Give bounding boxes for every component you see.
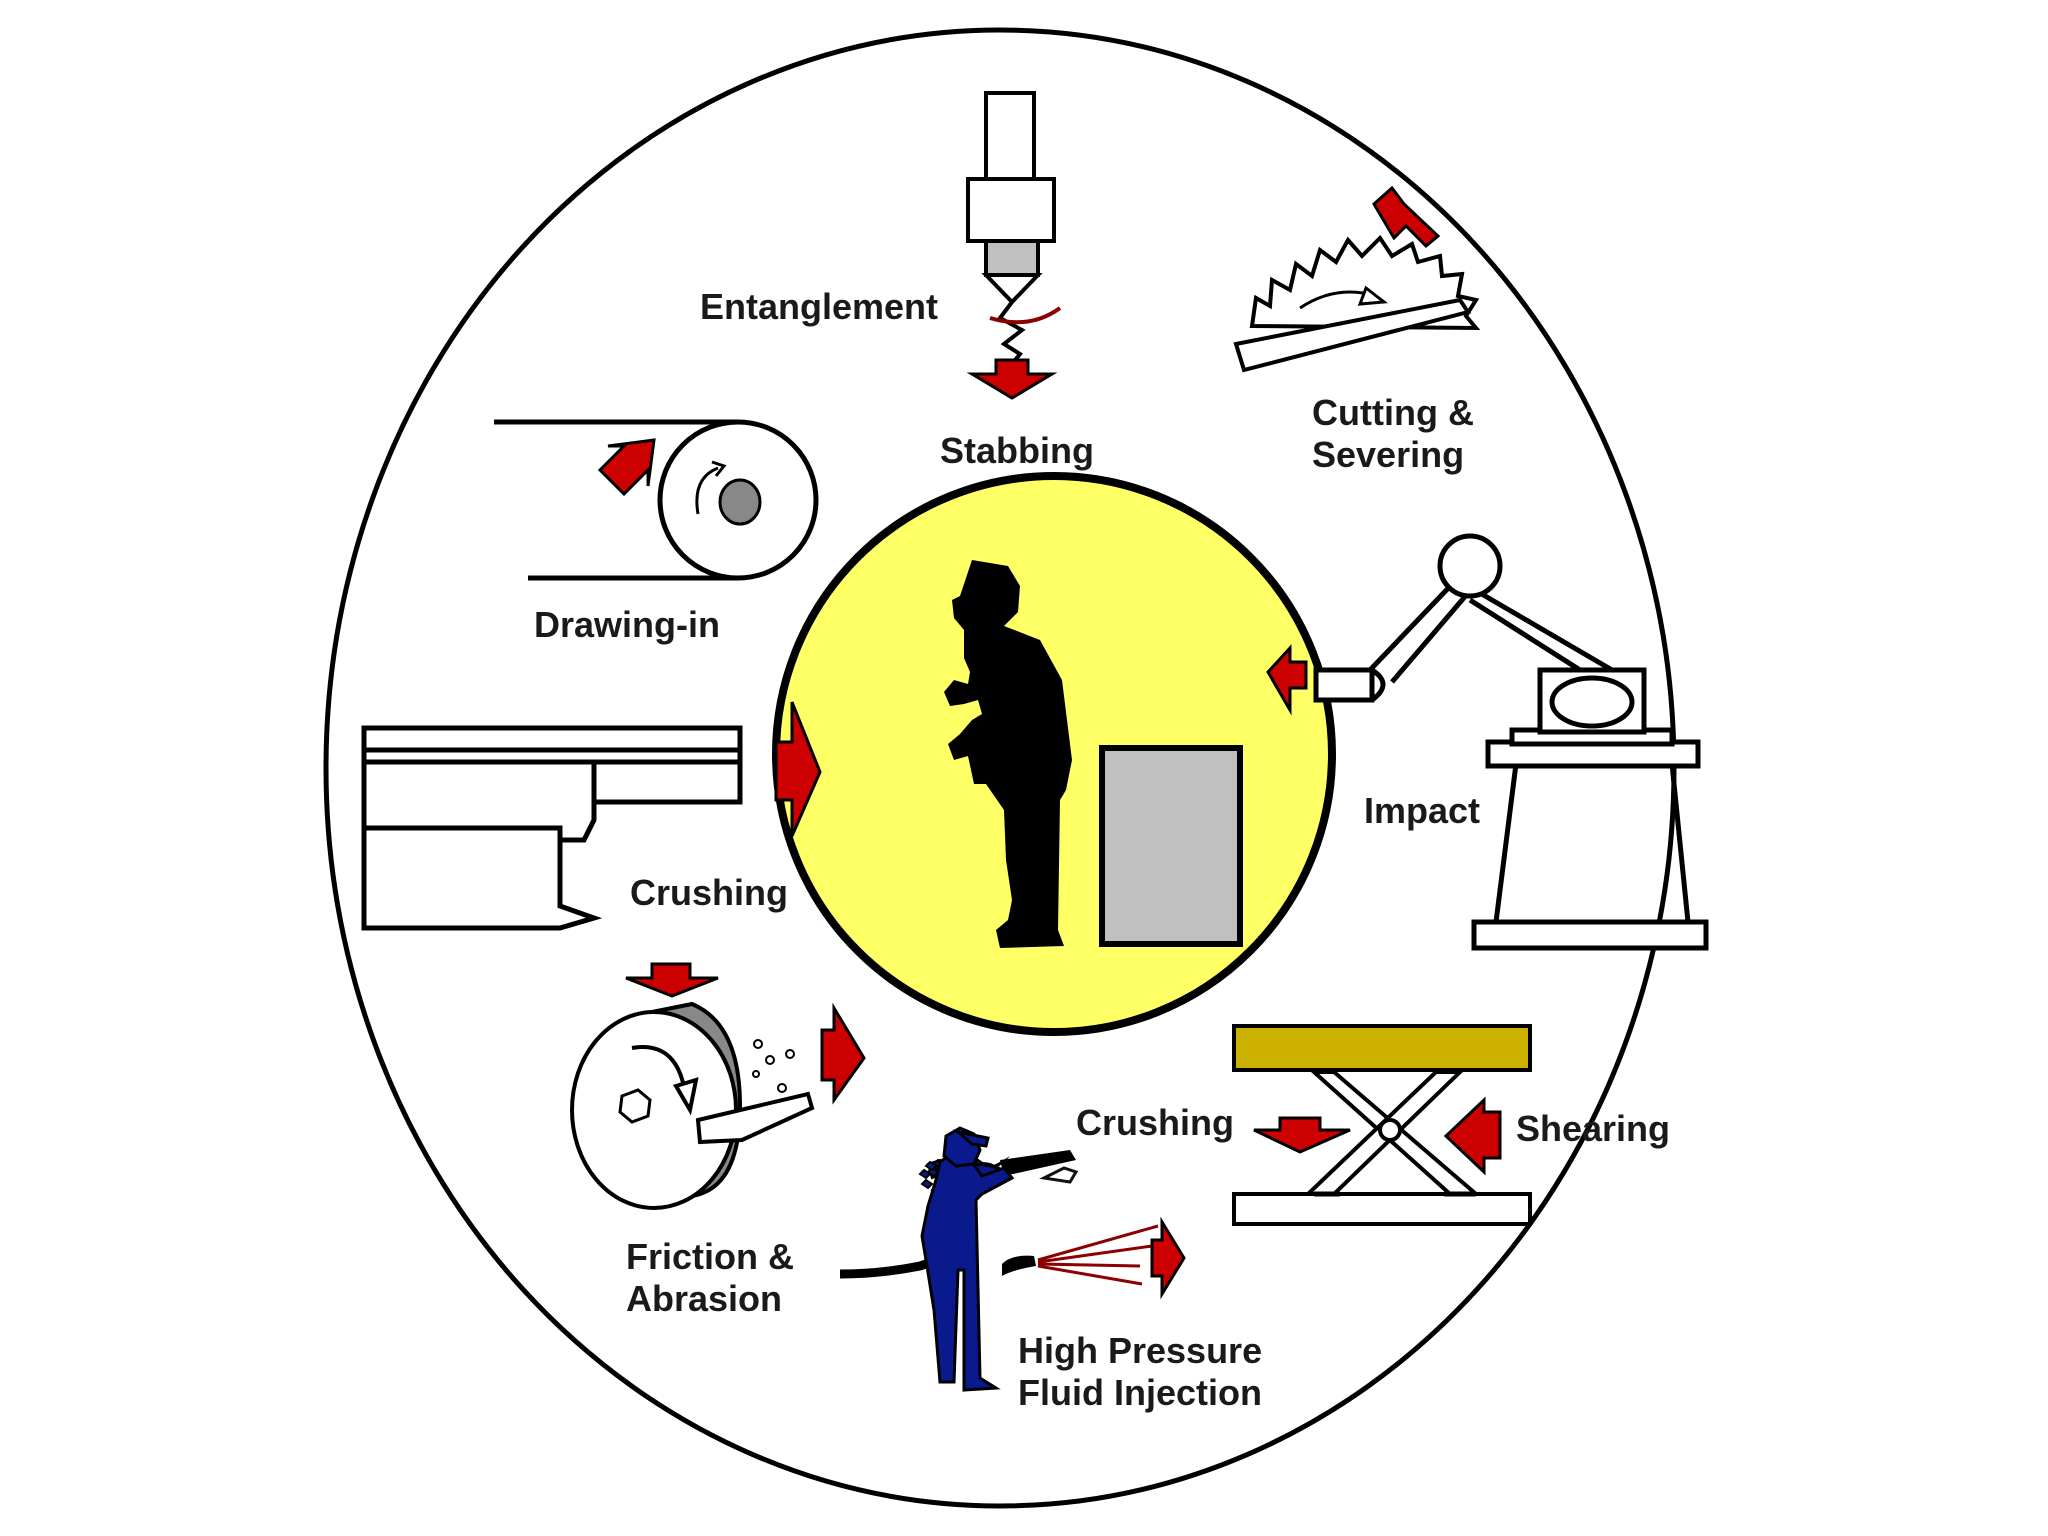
label-entanglement: Entanglement [700,286,939,327]
label-cutting-line2: Severing [1312,434,1465,475]
drill-press-icon [966,91,1062,366]
cutting-arrow-icon [1372,185,1441,249]
gray-box [1099,745,1243,947]
grinding-wheel-icon [570,1001,815,1210]
scissor-lift-icon [1232,1024,1532,1226]
impact-arrow-icon [1266,644,1308,716]
stabbing-arrow-icon [966,358,1058,400]
label-cutting-severing: Cutting & Severing [1312,392,1474,476]
robot-arm-icon [1313,533,1709,951]
press-bed-icon [361,725,743,931]
label-friction-line1: Friction & [626,1236,794,1277]
spray-lines [1037,1224,1159,1286]
label-crushing-left: Crushing [630,872,788,913]
label-drawing-in: Drawing-in [534,604,720,645]
shearing-arrow-icon [1443,1096,1502,1176]
blue-worker-shape [1000,1150,1079,1184]
crushing-down-arrow-icon [1253,1116,1351,1154]
roller-conveyor-icon [494,419,819,581]
drawing-in-arrow-icon [597,438,656,497]
label-friction-line2: Abrasion [626,1278,783,1319]
label-crushing-table: Crushing [1076,1102,1234,1143]
fluid-injection-arrow-icon [1150,1216,1186,1300]
label-stabbing: Stabbing [940,430,1094,471]
circular-saw-icon [1233,234,1481,373]
friction-right-arrow-icon [820,1002,866,1105]
label-friction-abrasion: Friction & Abrasion [626,1236,794,1320]
hp-worker-blue [920,1126,1015,1392]
worker-silhouette-icon [944,560,1072,948]
label-high-pressure-fluid: High Pressure Fluid Injection [1018,1330,1262,1414]
crushing-arrow-left-icon [774,701,822,837]
spray-nozzle [1002,1255,1036,1276]
label-impact: Impact [1364,790,1481,831]
label-shearing: Shearing [1516,1108,1671,1149]
label-fluid-line2: Fluid Injection [1018,1372,1262,1413]
friction-down-arrow-icon [625,962,719,998]
label-fluid-line1: High Pressure [1018,1330,1263,1371]
label-cutting-line1: Cutting & [1312,392,1474,433]
